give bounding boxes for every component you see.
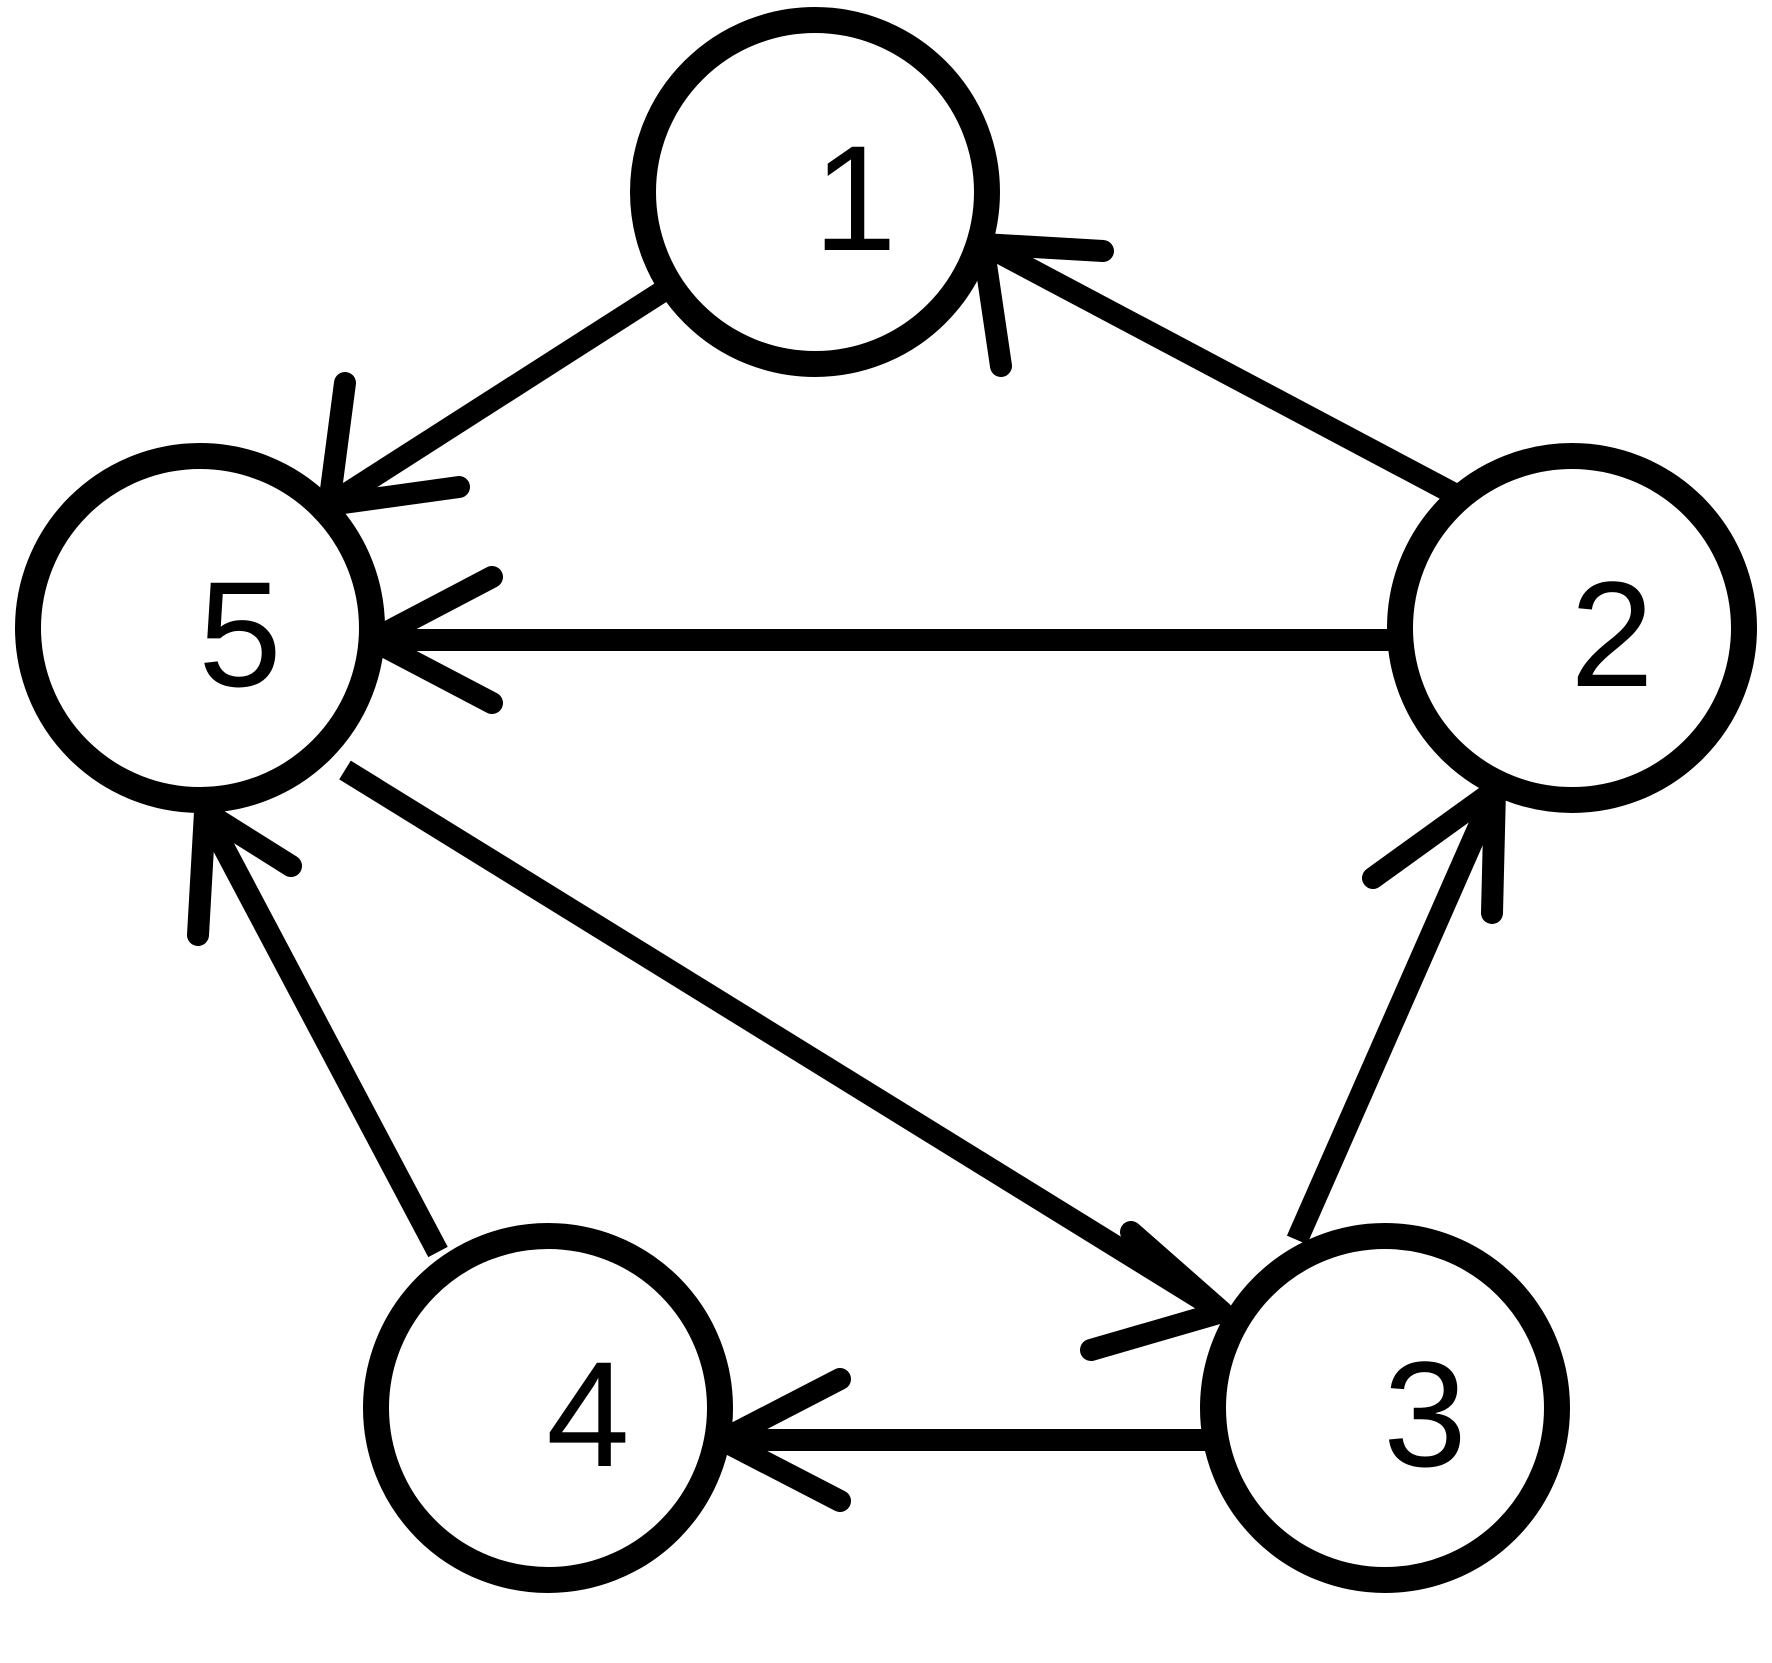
node-2-circle[interactable] [1387,443,1757,813]
edge-3-to-2[interactable] [1286,785,1506,1245]
node-4-circle[interactable] [363,1223,733,1593]
node-4[interactable]: 4 [363,1223,733,1593]
arrowhead-icon-5-to-3 [1080,1221,1233,1361]
edge-4-to-5[interactable] [195,806,448,1258]
node-1-circle[interactable] [630,7,1000,377]
node-4-label: 4 [546,1330,629,1498]
node-3-label: 3 [1383,1330,1466,1498]
node-2[interactable]: 2 [1387,443,1757,813]
edge-layer [195,234,1506,1451]
node-5-circle[interactable] [15,443,385,813]
node-layer: 1 2 3 4 5 [15,7,1757,1593]
node-2-label: 2 [1570,550,1653,718]
node-5[interactable]: 5 [15,443,385,813]
node-1[interactable]: 1 [630,7,1000,377]
node-3[interactable]: 3 [1200,1223,1570,1593]
node-1-label: 1 [813,114,896,282]
edge-1-to-5[interactable] [323,276,677,515]
edge-2-to-1[interactable] [977,234,1466,507]
edge-5-to-3[interactable] [339,760,1228,1322]
node-3-circle[interactable] [1200,1223,1570,1593]
node-5-label: 5 [198,550,281,718]
